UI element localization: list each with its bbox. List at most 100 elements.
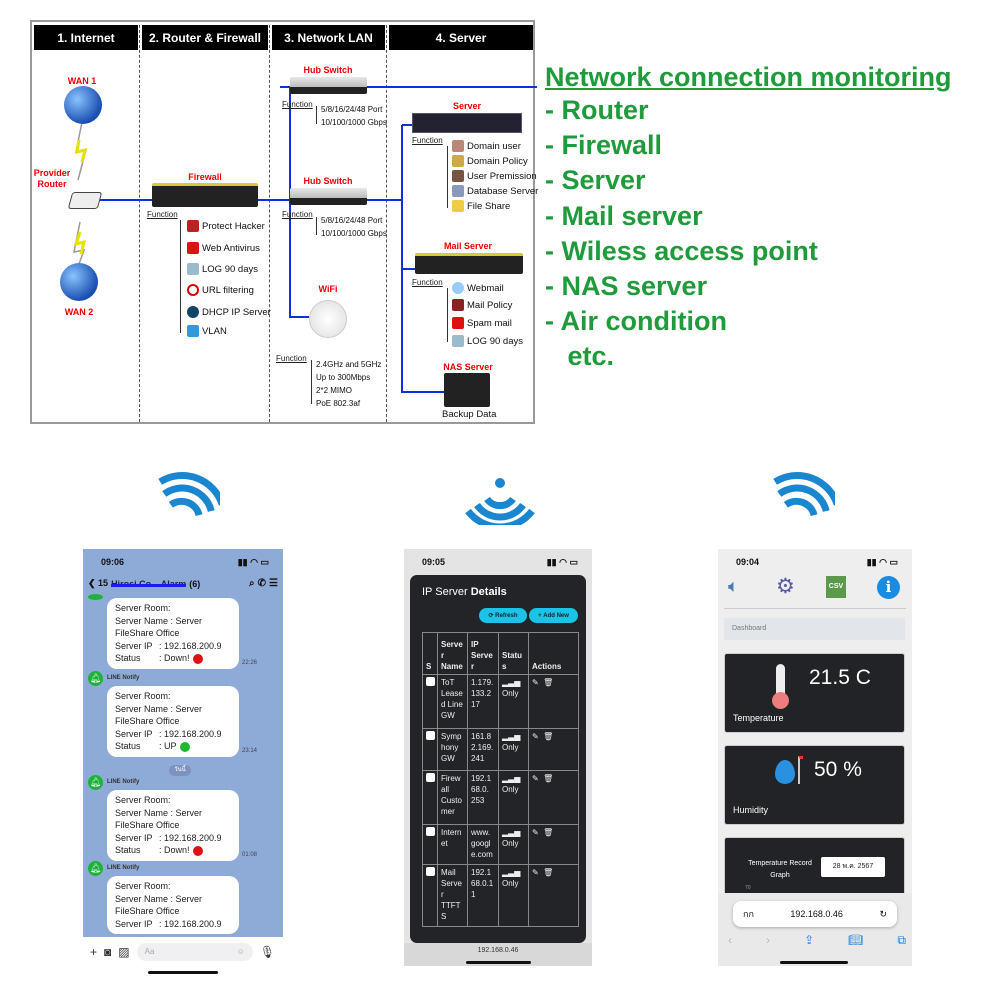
mic-icon[interactable]: 🎙 [259,944,275,959]
edit-icon[interactable]: ✎ [532,732,539,741]
humidity-label: Humidity [733,805,769,815]
row-checkbox[interactable] [426,677,435,686]
delete-icon[interactable]: 🗑︎ [543,774,554,783]
card-title: IP Server Details [422,586,507,598]
reader-button[interactable]: กก [743,909,754,919]
delete-icon[interactable]: 🗑︎ [543,732,554,741]
status-icons: ▮▮ ◠ ▭ [546,557,578,567]
monitoring-item: - Firewall [545,130,663,161]
line-notify-avatar: 🔔︎ [88,775,103,790]
message-time: 22:26 [242,660,258,666]
column-divider [269,25,270,422]
edit-icon[interactable]: ✎ [532,678,539,687]
network-diagram: 1. Internet 2. Router & Firewall 3. Netw… [30,20,538,424]
url-bar[interactable]: 192.168.0.46 [404,943,592,966]
tabs-icon[interactable]: ⧉ [897,933,906,947]
edit-icon[interactable]: ✎ [532,828,539,837]
phone-icon[interactable]: ✆ [257,578,267,589]
row-checkbox[interactable] [426,867,435,876]
csv-export-icon[interactable]: CSV [826,576,846,598]
search-icon[interactable]: ⌕ [249,578,255,589]
camera-icon[interactable]: ◙ [104,944,112,959]
dashboard-phone: 09:04▮▮ ◠ ▭ 🔈︎ ⚙ CSV i Dashboard 21.5 C … [718,549,912,966]
firewall-device-icon [152,183,258,207]
signal-icon: ▂▃▅ [502,678,521,687]
fw-item: DHCP IP Server [187,306,271,318]
share-icon[interactable]: ⇪ [804,933,815,947]
row-checkbox[interactable] [426,731,435,740]
mail-item: LOG 90 days [452,335,523,347]
fw-item: Web Antivirus [187,242,260,254]
signal-icon: ▂▃▅ [502,828,521,837]
delete-icon[interactable]: 🗑︎ [543,868,554,877]
image-icon[interactable]: ▨ [118,944,130,959]
edit-icon[interactable]: ✎ [532,868,539,877]
log-icon [187,263,199,275]
delete-icon[interactable]: 🗑︎ [543,828,554,837]
menu-icon[interactable]: ☰ [269,578,278,589]
ip-server-card: IP Server Details ⟳ Refresh + Add New S … [410,575,586,943]
monitoring-item: etc. [545,341,615,372]
input-bar: + ◙ ▨ Aa☺ 🎙 [83,937,283,966]
sender-name: LINE Notify [107,779,140,785]
access-point-icon [309,300,347,338]
vlan-icon [187,325,199,337]
firewall-label: Firewall [188,172,222,182]
function-label: Function [147,210,178,219]
date-picker[interactable]: 28 พ.ค. 2567 [821,857,885,877]
line-notify-avatar [88,594,103,600]
refresh-button[interactable]: ⟳ Refresh [479,608,527,623]
line-notify-avatar: 🔔︎ [88,861,103,876]
status-icons: ▮▮ ◠ ▭ [237,557,269,567]
edit-icon[interactable]: ✎ [532,774,539,783]
chat-title: Hirosi Co... Alarm [111,579,187,589]
nas-device-icon [444,373,490,407]
globe-icon [64,86,102,124]
dhcp-icon [187,306,199,318]
speaker-icon[interactable]: 🔈︎ [728,576,739,596]
message-input[interactable]: Aa☺ [136,942,253,961]
monitoring-item: - Air condition [545,306,727,337]
wifi-signal-icon [465,478,535,525]
status-time: 09:06 [101,557,125,567]
home-indicator [148,971,218,974]
add-new-button[interactable]: + Add New [529,608,578,623]
row-checkbox[interactable] [426,773,435,782]
status-time: 09:05 [422,557,446,567]
plus-icon[interactable]: + [90,944,98,959]
status-time: 09:04 [736,557,760,567]
status-icons: ▮▮ ◠ ▭ [866,557,898,567]
mail-policy-icon [452,299,464,311]
settings-gear-icon[interactable]: ⚙ [776,575,795,598]
bookmarks-icon[interactable]: 📖︎ [848,933,864,947]
server-item: Domain user [452,140,521,152]
forward-icon[interactable]: › [766,933,771,947]
info-icon[interactable]: i [877,576,900,599]
server-label: Server [452,101,482,111]
mail-item: Mail Policy [452,299,512,311]
back-icon[interactable]: ‹ [728,933,732,947]
row-checkbox[interactable] [426,827,435,836]
wifi-signal-icon [158,472,220,517]
back-button[interactable]: ❮ 15 [88,578,109,588]
server-item: Database Server [452,185,538,197]
delete-icon[interactable]: 🗑︎ [543,678,554,687]
temperature-label: Temperature [733,713,784,723]
humidity-value: 50 % [814,758,862,781]
home-indicator [466,961,531,964]
graph-y-tick: 70 [745,885,751,891]
message-time: 01:08 [242,852,258,858]
reload-icon[interactable]: ↻ [879,908,887,919]
wan1-label: WAN 1 [67,76,97,86]
emoji-icon: ☺ [236,946,245,956]
chat-header: ❮ 15 Hirosi Co... Alarm (6) ⌕ ✆ ☰ [88,578,278,589]
signal-icon: ▂▃▅ [502,732,521,741]
